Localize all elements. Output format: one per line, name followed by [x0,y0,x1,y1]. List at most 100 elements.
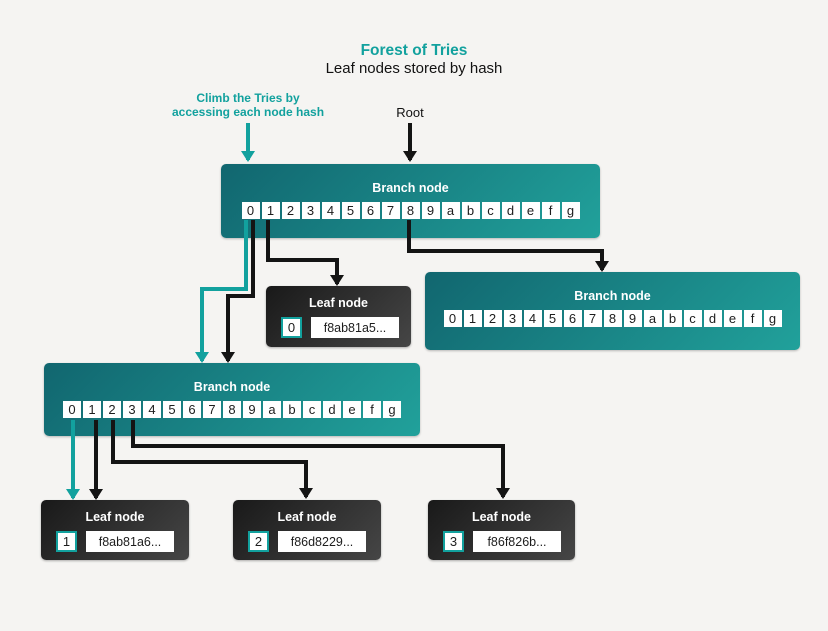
branch-node-left-cell-a: a [263,401,281,418]
left-cell3-to-leaf3-segment-1 [131,444,505,448]
branch-node-top-label: Branch node [372,181,449,195]
left-cell1-to-leaf1-arrowhead [89,489,103,500]
branch-node-left-cell-e: e [343,401,361,418]
branch-node-top-cell-e: e [521,202,540,219]
top-cell1-to-leaf0-segment-0 [266,220,270,260]
branch-node-left-cell-9: 9 [243,401,261,418]
branch-node-left-cell-7: 7 [203,401,221,418]
branch-node-left-cell-2: 2 [103,401,121,418]
leaf-node-1-label: Leaf node [85,510,145,524]
climb-annotation-arrow-arrowhead [241,151,255,162]
top-cell0-to-left-branch-segment-2 [226,296,230,361]
branch-node-top-cell-8: 8 [401,202,420,219]
top-cell8-to-right-branch-segment-2 [600,251,604,270]
leaf-node-3-index-cell: 3 [443,531,464,552]
branch-node-top-cell-2: 2 [281,202,300,219]
climb-annotation-line2: accessing each node hash [171,104,325,119]
leaf-node-2: Leaf node 2 f86d8229... [233,500,381,560]
top-cell8-to-right-branch-segment-0 [407,220,411,251]
branch-node-left-cell-1: 1 [83,401,101,418]
top-cell0-trace-teal-segment-2 [200,289,204,361]
branch-node-right-cell-e: e [723,310,742,327]
branch-node-right-cell-5: 5 [543,310,562,327]
climb-annotation-arrow-segment-0 [246,123,250,160]
top-cell8-to-right-branch-arrowhead [595,261,609,272]
branch-node-top-cell-5: 5 [341,202,360,219]
branch-node-right-cell-1: 1 [463,310,482,327]
top-cell0-trace-teal-segment-1 [200,287,248,291]
branch-node-right-cell-2: 2 [483,310,502,327]
branch-node-top-cell-1: 1 [261,202,280,219]
branch-node-right-cell-a: a [643,310,662,327]
branch-node-left-label: Branch node [193,380,271,394]
top-cell8-to-right-branch-segment-1 [407,249,604,253]
root-arrow-arrowhead [403,151,417,162]
branch-node-top-cell-9: 9 [421,202,440,219]
branch-node-top-cell-3: 3 [301,202,320,219]
branch-node-right-cell-g: g [763,310,782,327]
branch-node-right-cell-b: b [663,310,682,327]
root-arrow-segment-0 [408,123,412,160]
leaf-node-1-hash: f8ab81a6... [86,531,174,552]
top-cell0-to-left-branch-segment-1 [226,294,255,298]
branch-node-left-cell-d: d [323,401,341,418]
branch-node-left-cell-0: 0 [63,401,81,418]
branch-node-top-cell-g: g [561,202,580,219]
branch-node-left-cell-6: 6 [183,401,201,418]
branch-node-left-cell-g: g [383,401,401,418]
leaf-node-3-label: Leaf node [471,510,532,524]
leaf-node-2-index-cell: 2 [248,531,269,552]
branch-node-top-cell-6: 6 [361,202,380,219]
page-subtitle: Leaf nodes stored by hash [325,60,503,77]
branch-node-right-cell-7: 7 [583,310,602,327]
leaf-node-0-hash: f8ab81a5... [311,317,399,338]
branch-node-top-cell-c: c [481,202,500,219]
climb-annotation: Climb the Tries by accessing each node h… [128,91,368,119]
branch-node-right-cell-9: 9 [623,310,642,327]
leaf-node-2-hash: f86d8229... [278,531,366,552]
branch-node-top-cell-d: d [501,202,520,219]
page-title: Forest of Tries [360,42,468,59]
top-cell0-trace-teal-arrowhead [195,352,209,363]
branch-node-left-cell-4: 4 [143,401,161,418]
left-cell2-to-leaf2-segment-2 [304,462,308,497]
top-cell1-to-leaf0-segment-2 [335,260,339,284]
branch-node-right-cell-6: 6 [563,310,582,327]
left-cell0-trace-teal-segment-0 [71,420,75,498]
top-cell0-to-left-branch-segment-0 [251,220,255,296]
climb-annotation-line1: Climb the Tries by [196,91,300,105]
leaf-node-0-label: Leaf node [308,296,369,310]
left-cell3-to-leaf3-segment-2 [501,446,505,497]
leaf-node-0-index-cell: 0 [281,317,302,338]
branch-node-left-cell-f: f [363,401,381,418]
left-cell2-to-leaf2-segment-0 [111,420,115,462]
top-cell0-trace-teal-segment-0 [244,220,248,289]
leaf-node-1-index-cell: 1 [56,531,77,552]
branch-node-right-cell-0: 0 [443,310,462,327]
root-label: Root [396,105,424,120]
branch-node-top-cell-f: f [541,202,560,219]
leaf-node-0: Leaf node 0 f8ab81a5... [266,286,411,347]
branch-node-top-cell-b: b [461,202,480,219]
branch-node-right-label: Branch node [574,289,651,303]
top-cell1-to-leaf0-arrowhead [330,275,344,286]
left-cell3-to-leaf3-segment-0 [131,420,135,446]
branch-node-left-cell-3: 3 [123,401,141,418]
left-cell3-to-leaf3-arrowhead [496,488,510,499]
branch-node-left-cell-5: 5 [163,401,181,418]
leaf-node-1: Leaf node 1 f8ab81a6... [41,500,189,560]
branch-node-top-cell-7: 7 [381,202,400,219]
branch-node-right-cell-8: 8 [603,310,622,327]
top-cell0-to-left-branch-arrowhead [221,352,235,363]
branch-node-top-cell-4: 4 [321,202,340,219]
branch-node-left-cell-c: c [303,401,321,418]
left-cell2-to-leaf2-segment-1 [111,460,308,464]
leaf-node-2-label: Leaf node [277,510,337,524]
